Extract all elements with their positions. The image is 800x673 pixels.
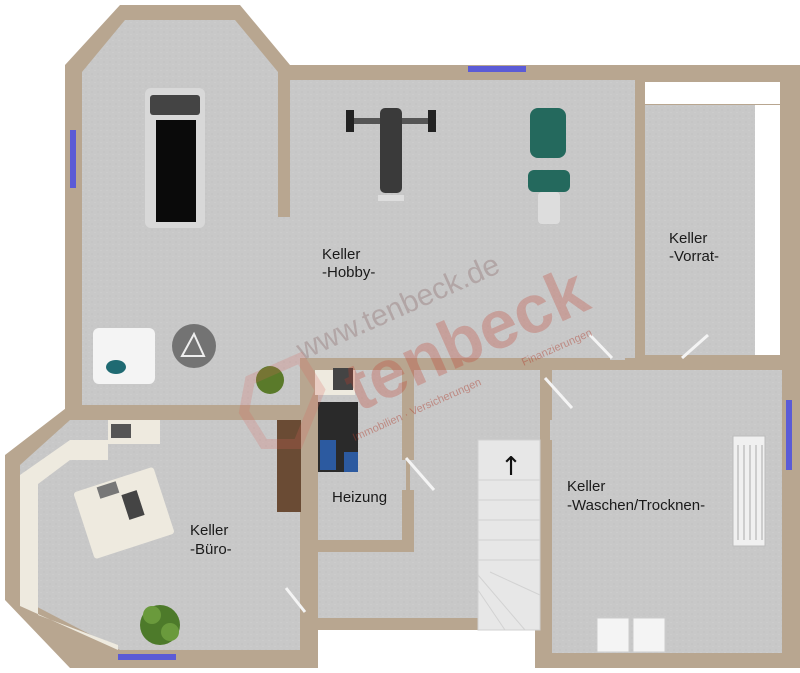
svg-text:-Büro-: -Büro- xyxy=(190,541,232,558)
windows xyxy=(70,66,792,660)
door-hobby xyxy=(588,333,614,360)
svg-text:Keller: Keller xyxy=(567,478,605,495)
armchair-icon xyxy=(93,328,155,384)
plant-hall-icon xyxy=(256,366,284,394)
window-top xyxy=(468,66,526,72)
room-label-heizung: Heizung xyxy=(332,489,387,506)
stairs-arrow-icon: ↑ xyxy=(500,452,522,482)
svg-text:-Hobby-: -Hobby- xyxy=(322,264,375,281)
door-heizung xyxy=(404,457,436,491)
side-table-icon xyxy=(172,324,216,368)
svg-text:Keller: Keller xyxy=(669,230,707,247)
window-right xyxy=(786,400,792,470)
room-label-hobby: Keller -Hobby- xyxy=(322,246,375,281)
door-waschen xyxy=(543,376,574,410)
washing-machine-icon xyxy=(596,617,630,653)
stairs: ↑ xyxy=(477,439,541,631)
doors xyxy=(284,333,709,613)
svg-text:Keller: Keller xyxy=(322,246,360,263)
treadmill-icon xyxy=(145,88,205,228)
weight-bench-icon xyxy=(346,108,436,201)
room-label-buero: Keller -Büro- xyxy=(190,522,232,558)
interior-walls xyxy=(65,65,800,668)
door-vorrat xyxy=(681,333,709,360)
window-left xyxy=(70,130,76,188)
heating-system-icon xyxy=(315,368,358,472)
drying-rack-icon xyxy=(732,435,766,547)
svg-text:-Waschen/Trocknen-: -Waschen/Trocknen- xyxy=(567,497,705,514)
room-label-waschen: Keller -Waschen/Trocknen- xyxy=(567,478,705,514)
window-bottom xyxy=(118,654,176,660)
shelf-icon xyxy=(277,420,301,512)
door-buero xyxy=(284,587,307,613)
svg-text:Keller: Keller xyxy=(190,522,228,539)
exercise-bike-icon xyxy=(528,108,570,224)
dryer-icon xyxy=(632,617,666,653)
svg-text:-Vorrat-: -Vorrat- xyxy=(669,248,719,265)
office-table-icon xyxy=(74,467,174,559)
plant-icon xyxy=(140,605,180,645)
room-label-vorrat: Keller -Vorrat- xyxy=(669,230,719,265)
watermark-logo xyxy=(238,351,326,449)
svg-text:Heizung: Heizung xyxy=(332,489,387,506)
desk-icon xyxy=(20,420,160,650)
